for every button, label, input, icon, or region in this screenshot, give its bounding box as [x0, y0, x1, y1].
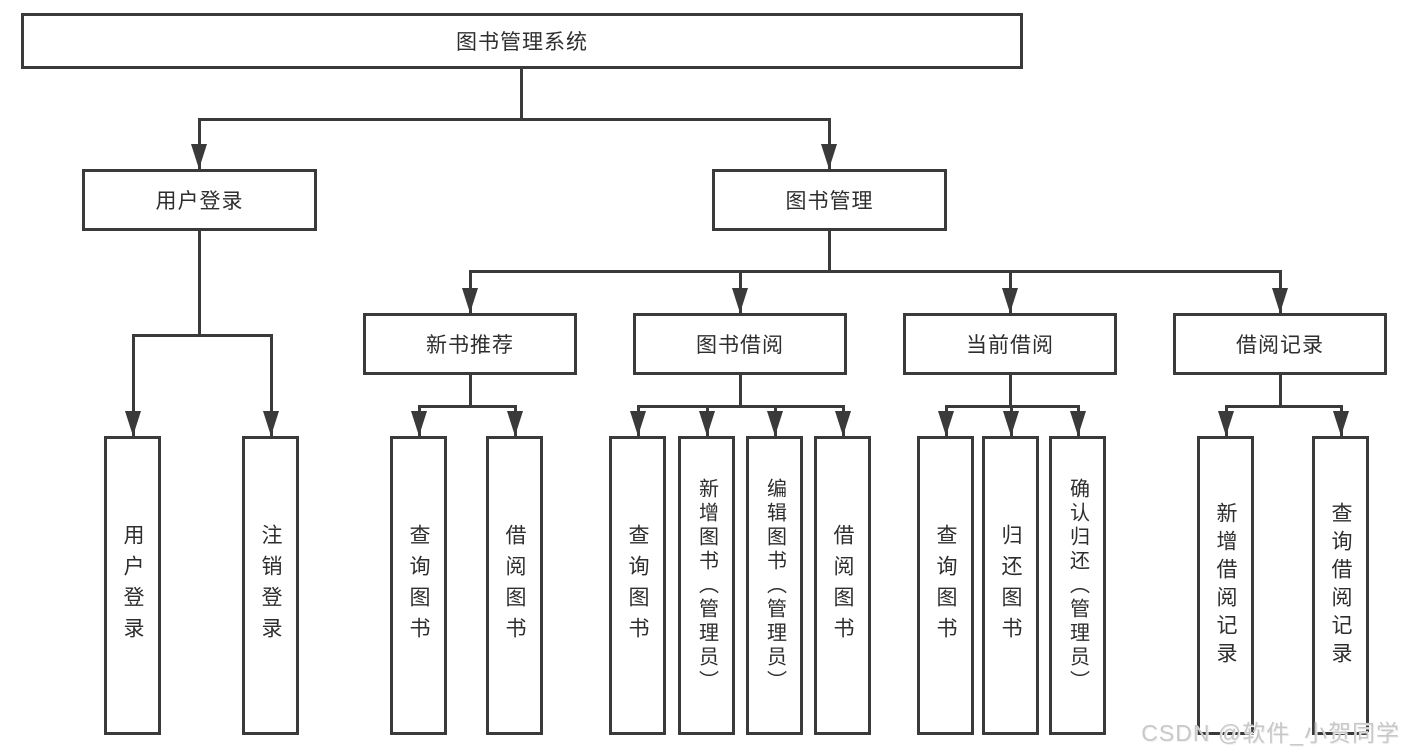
connector-line [198, 118, 201, 169]
arrowhead-icon [462, 288, 478, 313]
arrowhead-icon [1070, 411, 1086, 436]
leaf-confirm-return-admin: 确认归还（管理员） [1049, 436, 1106, 735]
arrowhead-icon [263, 411, 279, 436]
connector-line [132, 334, 135, 436]
connector-line [418, 405, 517, 408]
arrowhead-icon [1003, 411, 1019, 436]
arrowhead-icon [767, 411, 783, 436]
leaf-user-login: 用户登录 [104, 436, 161, 735]
node-book-management-label: 图书管理 [785, 190, 874, 213]
connector-line [198, 231, 201, 335]
leaf-query-books-current-label: 查询图书 [934, 523, 957, 648]
leaf-borrow-books: 借阅图书 [814, 436, 871, 735]
arrowhead-icon [630, 411, 646, 436]
arrowhead-icon [411, 411, 427, 436]
connector-line [469, 375, 472, 406]
node-user-login-label: 用户登录 [155, 190, 244, 213]
connector-line [1225, 405, 1342, 408]
node-borrowing-records-label: 借阅记录 [1236, 334, 1324, 357]
leaf-borrow-books-label: 借阅图书 [831, 523, 854, 648]
node-new-book-recommend: 新书推荐 [363, 313, 577, 375]
connector-line [270, 334, 273, 436]
connector-line [469, 270, 1282, 273]
connector-line [520, 69, 523, 119]
leaf-query-books-recommend: 查询图书 [390, 436, 447, 735]
node-root: 图书管理系统 [21, 13, 1023, 69]
node-user-login: 用户登录 [82, 169, 317, 231]
leaf-logout-label: 注销登录 [259, 523, 282, 648]
leaf-query-borrow-record: 查询借阅记录 [1312, 436, 1369, 735]
arrowhead-icon [1333, 411, 1349, 436]
leaf-user-login-label: 用户登录 [121, 523, 144, 648]
arrowhead-icon [1272, 288, 1288, 313]
leaf-query-books-borrowing: 查询图书 [609, 436, 666, 735]
connector-line [198, 118, 831, 121]
arrowhead-icon [699, 411, 715, 436]
leaf-query-books-current: 查询图书 [917, 436, 974, 735]
leaf-edit-books-admin-label: 编辑图书（管理员） [763, 477, 786, 694]
node-book-borrowing-label: 图书借阅 [696, 334, 784, 357]
arrowhead-icon [1218, 411, 1234, 436]
node-book-management: 图书管理 [712, 169, 947, 231]
leaf-confirm-return-admin-label: 确认归还（管理员） [1066, 477, 1089, 694]
arrowhead-icon [835, 411, 851, 436]
arrowhead-icon [732, 288, 748, 313]
leaf-return-books-label: 归还图书 [999, 523, 1022, 648]
leaf-return-books: 归还图书 [982, 436, 1039, 735]
leaf-query-books-borrowing-label: 查询图书 [626, 523, 649, 648]
leaf-logout: 注销登录 [242, 436, 299, 735]
node-current-borrowing: 当前借阅 [903, 313, 1117, 375]
leaf-edit-books-admin: 编辑图书（管理员） [746, 436, 803, 735]
connector-line [132, 334, 273, 337]
leaf-borrow-books-recommend: 借阅图书 [486, 436, 543, 735]
arrowhead-icon [1002, 288, 1018, 313]
csdn-watermark: CSDN @软件_小贺同学 [1141, 720, 1400, 746]
leaf-query-borrow-record-label: 查询借阅记录 [1329, 501, 1352, 670]
arrowhead-icon [821, 144, 837, 169]
connector-line [1279, 375, 1282, 406]
node-new-book-recommend-label: 新书推荐 [426, 334, 514, 357]
leaf-query-books-recommend-label: 查询图书 [407, 523, 430, 648]
node-book-borrowing: 图书借阅 [633, 313, 847, 375]
leaf-borrow-books-recommend-label: 借阅图书 [503, 523, 526, 648]
connector-line [1009, 375, 1012, 406]
connector-line [739, 375, 742, 406]
connector-line [637, 405, 845, 408]
leaf-add-books-admin-label: 新增图书（管理员） [695, 477, 718, 694]
connector-line [828, 231, 831, 271]
leaf-add-borrow-record: 新增借阅记录 [1197, 436, 1254, 735]
leaf-add-books-admin: 新增图书（管理员） [678, 436, 735, 735]
arrowhead-icon [191, 144, 207, 169]
arrowhead-icon [507, 411, 523, 436]
node-current-borrowing-label: 当前借阅 [966, 334, 1054, 357]
node-borrowing-records: 借阅记录 [1173, 313, 1387, 375]
arrowhead-icon [125, 411, 141, 436]
arrowhead-icon [938, 411, 954, 436]
connector-line [828, 118, 831, 169]
leaf-add-borrow-record-label: 新增借阅记录 [1214, 501, 1237, 670]
node-root-label: 图书管理系统 [456, 31, 588, 54]
